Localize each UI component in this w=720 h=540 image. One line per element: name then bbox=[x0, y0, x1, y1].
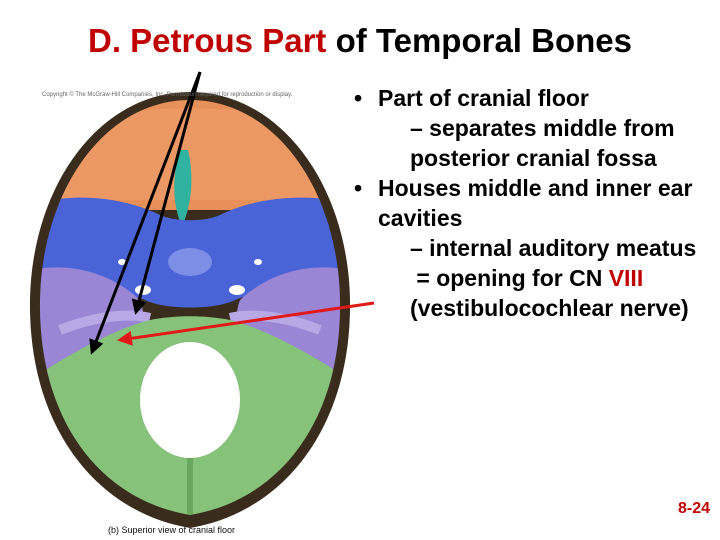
frontal-bone-shading bbox=[50, 108, 330, 200]
arrow-black-outer bbox=[89, 71, 202, 355]
bullet-list: •Part of cranial floor – separates middl… bbox=[354, 83, 720, 323]
arrow-red bbox=[117, 301, 375, 346]
crista-galli bbox=[174, 150, 192, 226]
arrow-black-inner bbox=[131, 71, 202, 315]
bullet-dot: • bbox=[354, 175, 363, 201]
cn-numeral: VIII bbox=[608, 265, 644, 291]
bullet-houses-ear: •Houses middle and inner ear cavities bbox=[354, 175, 693, 231]
figure-caption: (b) Superior view of cranial floor bbox=[108, 525, 236, 535]
subbullet-auditory-meatus: – internal auditory meatus bbox=[410, 235, 697, 261]
subbullet-definition: = opening for CN VIII(vestibulocochlear … bbox=[410, 265, 689, 321]
foramen-rotundum-right bbox=[254, 259, 262, 265]
title-rest: of Temporal Bones bbox=[326, 22, 632, 59]
foramen-rotundum-left bbox=[118, 259, 126, 265]
copyright-notice: Copyright © The McGraw-Hill Companies, I… bbox=[42, 92, 293, 98]
foramen-ovale-right bbox=[229, 285, 245, 295]
sella-turcica bbox=[168, 248, 212, 276]
slide-title: D. Petrous Part of Temporal Bones bbox=[0, 22, 720, 60]
bullet-dot: • bbox=[354, 85, 363, 111]
title-highlight: D. Petrous Part bbox=[88, 22, 327, 59]
subbullet-separates: – separates middle from posterior crania… bbox=[410, 115, 675, 171]
foramen-magnum bbox=[140, 342, 240, 458]
slide-number: 8-24 bbox=[677, 500, 710, 517]
bullet-cranial-floor: •Part of cranial floor bbox=[354, 85, 589, 111]
